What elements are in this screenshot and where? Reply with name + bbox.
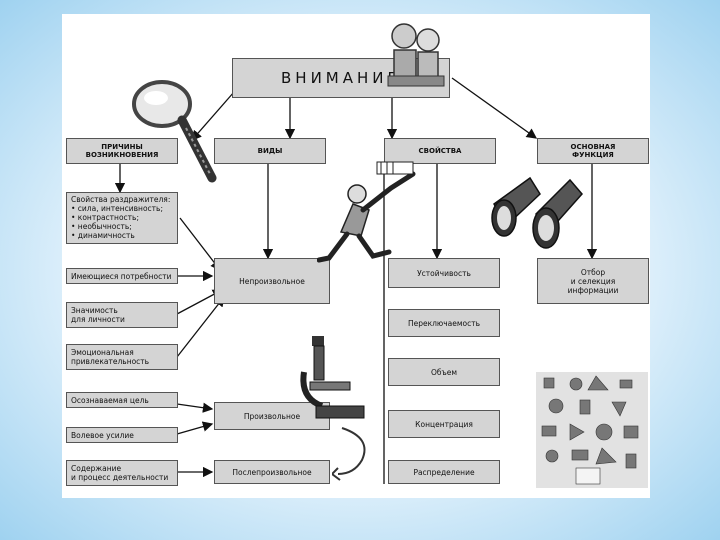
header-properties: СВОЙСТВА <box>384 138 496 164</box>
function-selection: Отбор и селекция информации <box>537 258 649 304</box>
cause-conscious-goal: Осознаваемая цель <box>66 392 178 408</box>
cause-significance: Значимость для личности <box>66 302 178 328</box>
figures-illustration <box>387 23 445 87</box>
cause-activity-content: Содержание и процесс деятельности <box>66 460 178 486</box>
microscope-icon <box>300 336 365 419</box>
property-switchability: Переключаемость <box>388 309 500 337</box>
running-man-illustration <box>317 161 416 263</box>
type-voluntary: Произвольное <box>214 402 330 430</box>
magnifying-glass-icon <box>132 80 217 183</box>
header-main-function: ОСНОВНАЯ ФУНКЦИЯ <box>537 138 649 164</box>
connector-arrows <box>114 77 598 484</box>
property-stability: Устойчивость <box>388 258 500 288</box>
curved-arrow-icon <box>332 427 366 481</box>
header-causes: ПРИЧИНЫ ВОЗНИКНОВЕНИЯ <box>66 138 178 164</box>
cause-volitional-effort: Волевое усилие <box>66 427 178 443</box>
theatre-masks-icon <box>491 176 583 249</box>
abstract-mosaic-icon <box>536 372 648 488</box>
cause-stimulus-properties: Свойства раздражителя: • сила, интенсивн… <box>66 192 178 244</box>
slide: ВНИМАНИЕ ПРИЧИНЫ ВОЗНИКНОВЕНИЯ ВИДЫ СВОЙ… <box>62 14 650 498</box>
type-post-voluntary: Послепроизвольное <box>214 460 330 484</box>
cause-emotional-appeal: Эмоциональная привлекательность <box>66 344 178 370</box>
property-volume: Объем <box>388 358 500 386</box>
type-involuntary: Непроизвольное <box>214 258 330 304</box>
property-concentration: Концентрация <box>388 410 500 438</box>
property-distribution: Распределение <box>388 460 500 484</box>
header-types: ВИДЫ <box>214 138 326 164</box>
cause-needs: Имеющиеся потребности <box>66 268 178 284</box>
